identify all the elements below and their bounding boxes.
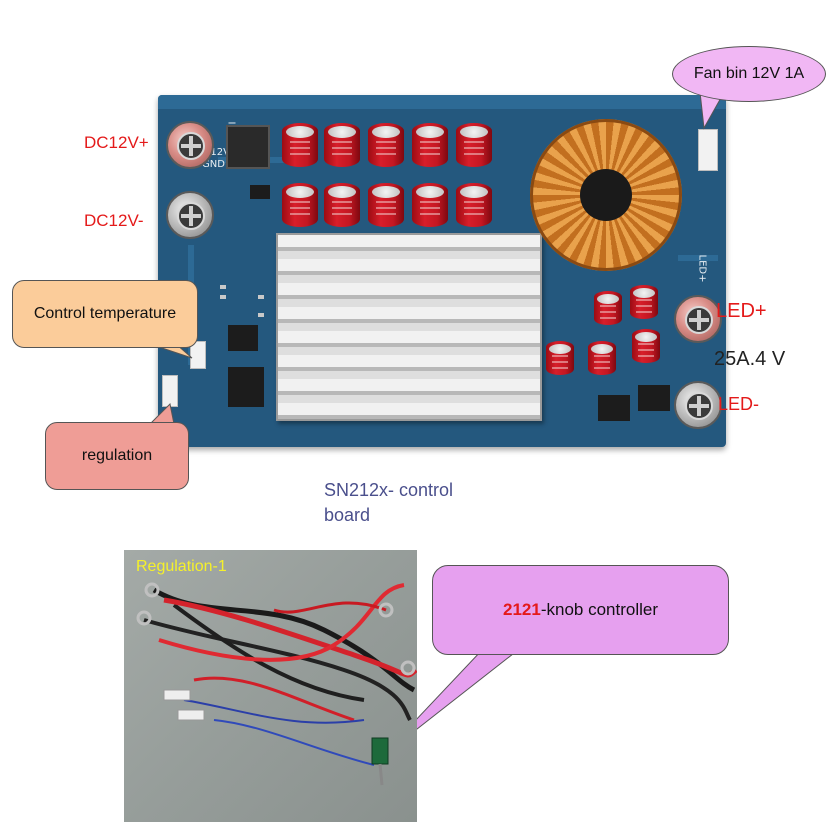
output-mosfet: [638, 385, 670, 411]
toroidal-inductor: [530, 119, 682, 271]
capacitor: [546, 341, 574, 375]
fan-connector: [698, 129, 718, 171]
capacitor: [594, 291, 622, 325]
photo-caption: Regulation-1: [136, 558, 227, 575]
board-caption: SN212x- control board: [324, 480, 454, 525]
temperature-callout: Control temperature: [12, 280, 198, 348]
fan-callout: Fan bin 12V 1A: [672, 46, 826, 102]
cable-wires: [136, 582, 417, 786]
output-mosfet: [598, 395, 630, 421]
knob-number: 2121: [503, 600, 541, 619]
temperature-connector: [190, 341, 206, 369]
capacitor: [456, 183, 492, 227]
capacitor: [324, 123, 360, 167]
regulation-callout: regulation: [45, 422, 189, 490]
dc-minus-label: DC12V-: [84, 211, 144, 230]
dc-minus-terminal: [166, 191, 214, 239]
regulation-callout-text: regulation: [81, 447, 153, 464]
led-minus-terminal: [674, 381, 722, 429]
capacitor: [630, 285, 658, 319]
capacitor: [324, 183, 360, 227]
led-plus-label: LED+: [716, 300, 767, 322]
control-ic-2: [228, 367, 264, 407]
capacitor: [282, 183, 318, 227]
capacitor: [412, 123, 448, 167]
regulation-callout-pointer: [148, 402, 175, 425]
heatsink: [276, 233, 542, 421]
mosfet: [250, 185, 270, 199]
dc-plus-label: DC12V+: [84, 133, 149, 152]
led-plus-terminal: [674, 295, 722, 343]
temperature-callout-text: Control temperature: [33, 305, 177, 322]
capacitor: [632, 329, 660, 363]
capacitor: [368, 123, 404, 167]
control-ic: [228, 325, 258, 351]
capacitor: [282, 123, 318, 167]
knob-controller-text: -knob controller: [540, 600, 658, 619]
capacitor: [368, 183, 404, 227]
knob-controller-callout: 2121-knob controller: [432, 565, 729, 655]
fan-callout-text: Fan bin 12V 1A: [693, 65, 805, 82]
capacitor: [412, 183, 448, 227]
led-minus-label: LED-: [718, 394, 760, 414]
dc-plus-terminal: [166, 121, 214, 169]
capacitor: [456, 123, 492, 167]
cable-harness-photo: Regulation-1: [124, 550, 417, 822]
capacitor: [588, 341, 616, 375]
led-current-label: 25A.4 V: [714, 348, 786, 370]
inductor: [226, 125, 270, 169]
